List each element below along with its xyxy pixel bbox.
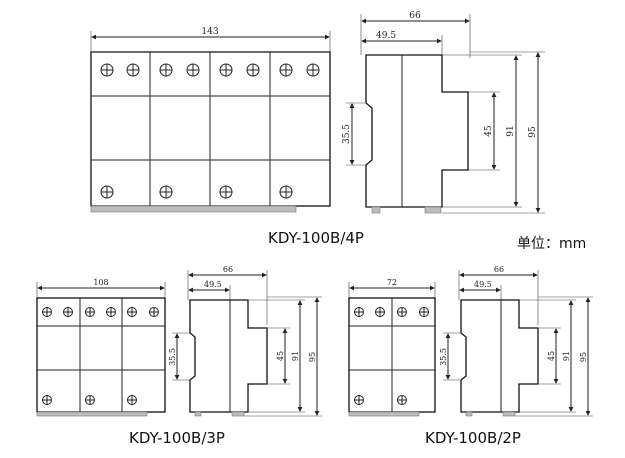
caption-3p: KDY-100B/3P [129,429,225,447]
dim-rail: 35.5 [342,124,352,144]
caption-2p: KDY-100B/2P [425,429,521,447]
dim-side-mid: 49.5 [376,31,396,41]
dim-side-mid: 49.5 [474,280,492,289]
front-view-2p: 72 [348,278,436,417]
view-3p: 108 66 [36,265,322,447]
side-view-2p: 66 49.5 35.5 45 91 95 [439,265,593,417]
dim-front-width: 143 [201,27,218,37]
dim-height-mid: 91 [562,351,571,361]
dim-height-mid: 91 [291,351,300,361]
front-view-3p: 108 [36,278,166,417]
terminal-screws [42,307,159,405]
dim-rail: 35.5 [439,348,448,366]
dim-front-width: 108 [93,278,108,287]
dim-height-total: 95 [528,126,538,138]
terminal-screws-bottom [100,185,293,199]
view-2p: 72 66 49.5 [348,265,593,447]
dim-side-width: 66 [494,265,504,274]
view-4p: 143 [90,11,545,247]
terminal-screws [354,307,429,405]
side-view-4p: 66 49.5 35.5 45 91 [342,11,545,214]
dim-height-inner: 45 [547,351,556,361]
dim-side-width: 66 [223,265,233,274]
caption-4p: KDY-100B/4P [268,229,364,247]
dim-height-inner: 45 [484,125,494,137]
dim-front-width: 72 [387,278,397,287]
dim-height-mid: 91 [506,125,516,136]
dim-rail: 35.5 [168,348,177,366]
side-view-3p: 66 49.5 35.5 45 91 95 [168,265,322,417]
front-view-4p: 143 [90,27,331,213]
dim-height-inner: 45 [276,351,285,361]
dim-height-total: 95 [308,352,317,362]
dim-side-mid: 49.5 [204,280,222,289]
dim-side-width: 66 [409,11,421,21]
terminal-screws-top [100,63,320,77]
unit-label: 单位：mm [517,236,586,252]
dim-height-total: 95 [579,352,588,362]
